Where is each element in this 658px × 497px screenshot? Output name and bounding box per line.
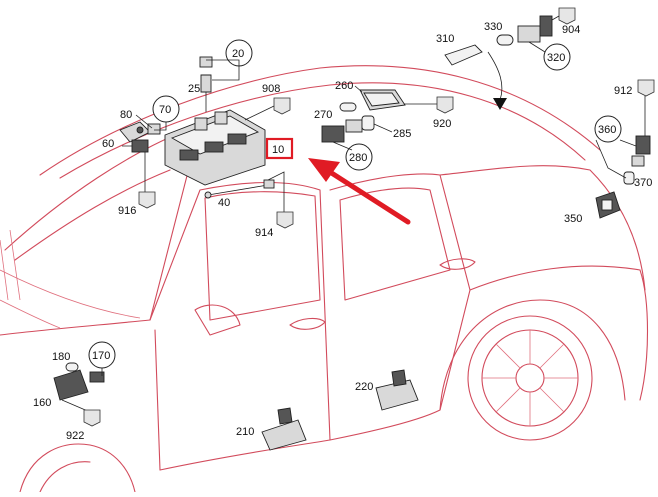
connector-912 — [637, 79, 655, 97]
callout-922: 922 — [66, 430, 84, 442]
callout-160: 160 — [33, 397, 51, 409]
callout-310: 310 — [436, 33, 454, 45]
callout-60: 60 — [102, 138, 114, 150]
callout-80: 80 — [120, 109, 132, 121]
callout-360: 360 — [598, 124, 616, 136]
highlight-box-10 — [265, 137, 294, 160]
cable-40 — [204, 179, 275, 199]
callout-916: 916 — [118, 205, 136, 217]
callout-370: 370 — [634, 177, 652, 189]
bulb-270 — [339, 102, 357, 112]
callout-circle-320 — [543, 43, 571, 71]
light-260 — [359, 89, 406, 111]
connector-920 — [436, 96, 454, 114]
callout-285: 285 — [393, 128, 411, 140]
callout-280: 280 — [349, 152, 367, 164]
bulb-25 — [199, 56, 213, 112]
callout-270: 270 — [314, 109, 332, 121]
callout-circle-280 — [345, 143, 373, 171]
trunk-light-310 — [444, 44, 483, 66]
callout-330: 330 — [484, 21, 502, 33]
callout-260: 260 — [335, 80, 353, 92]
callout-914: 914 — [255, 227, 273, 239]
callout-20: 20 — [232, 48, 244, 60]
callout-70: 70 — [159, 104, 171, 116]
door-light-210 — [261, 407, 307, 451]
callout-210: 210 — [236, 426, 254, 438]
door-light-220 — [375, 369, 419, 411]
overhead-control-panel — [164, 109, 266, 186]
lamp-350 — [595, 191, 621, 219]
callout-170: 170 — [92, 350, 110, 362]
switch-60 — [119, 121, 161, 153]
callout-912: 912 — [614, 85, 632, 97]
callout-180: 180 — [52, 351, 70, 363]
callout-320: 320 — [547, 52, 565, 64]
callout-920: 920 — [433, 118, 451, 130]
callout-904: 904 — [562, 24, 580, 36]
callout-40: 40 — [218, 197, 230, 209]
callout-350: 350 — [564, 213, 582, 225]
switch-360 — [623, 135, 651, 185]
callout-25: 25 — [188, 83, 200, 95]
connector-916 — [138, 191, 156, 209]
connector-914 — [276, 211, 294, 229]
light-160 — [53, 362, 105, 401]
connector-922 — [83, 409, 101, 427]
highlight-arrow — [308, 158, 411, 225]
callout-circle-360 — [594, 115, 622, 143]
bulb-330 — [496, 15, 553, 46]
callout-10: 10 — [272, 144, 284, 156]
callout-908: 908 — [262, 83, 280, 95]
switch-280 — [321, 115, 375, 143]
connector-904 — [558, 7, 576, 25]
connector-908 — [273, 97, 291, 115]
callout-220: 220 — [355, 381, 373, 393]
